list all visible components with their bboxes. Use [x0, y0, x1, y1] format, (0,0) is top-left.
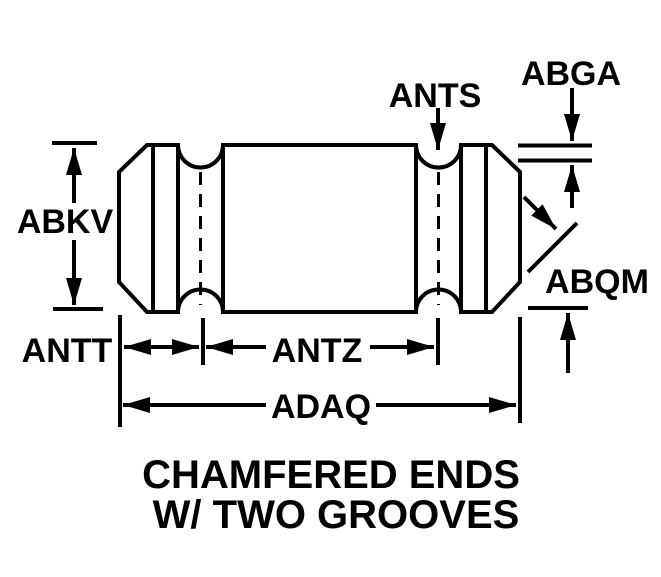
caption-line-2: W/ TWO GROOVES	[153, 493, 520, 537]
dimension-ants: ANTS	[389, 77, 482, 150]
dimension-antt: ANTT	[22, 315, 205, 427]
dimension-abkv: ABKV	[17, 141, 114, 311]
dimension-antz: ANTZ	[206, 318, 440, 370]
dimension-abqm: ABQM	[522, 195, 649, 373]
abqm-leader-arrow	[522, 195, 558, 231]
abqm-angle-line	[526, 221, 579, 274]
pin-outline	[117, 143, 522, 314]
dimension-adaq: ADAQ	[123, 317, 522, 426]
label-antt: ANTT	[22, 332, 113, 370]
label-adaq: ADAQ	[271, 388, 371, 426]
label-abqm: ABQM	[545, 263, 649, 301]
label-antz: ANTZ	[272, 332, 363, 370]
caption: CHAMFERED ENDS W/ TWO GROOVES	[142, 453, 520, 537]
label-abga: ABGA	[521, 55, 621, 93]
label-ants: ANTS	[389, 77, 482, 115]
caption-line-1: CHAMFERED ENDS	[142, 453, 520, 497]
dimension-abga: ABGA	[518, 55, 621, 208]
pin-drawing	[117, 143, 522, 314]
label-abkv: ABKV	[17, 203, 114, 241]
